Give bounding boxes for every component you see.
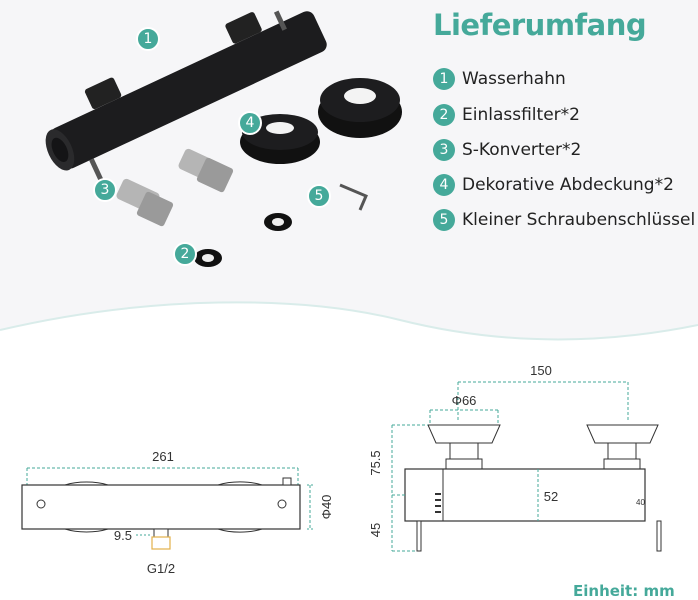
dim-height-top-label: 75.5 (368, 450, 383, 475)
page-title: Lieferumfang (433, 8, 647, 42)
item-label: S-Konverter*2 (462, 140, 582, 160)
item-label: Kleiner Schraubenschlüssel (462, 210, 696, 230)
list-item: 4 Dekorative Abdeckung*2 (433, 172, 674, 198)
wrench (339, 183, 368, 211)
faucet-body (45, 10, 327, 181)
product-illustration (45, 10, 402, 267)
list-item: 3 S-Konverter*2 (433, 137, 581, 163)
photo-badge-4: 4 (238, 111, 262, 135)
knob-temp-label: 40 (636, 498, 645, 507)
decorative-cover-large (318, 78, 402, 138)
item-label: Wasserhahn (462, 69, 566, 89)
drawing-side-view: 150 Φ66 52 40 75.5 45 (368, 363, 662, 552)
photo-badge-3: 3 (93, 178, 117, 202)
item-number-badge: 4 (433, 174, 455, 196)
item-label: Dekorative Abdeckung*2 (462, 175, 674, 195)
dim-offset-label: 9.5 (114, 528, 132, 543)
item-number-badge: 3 (433, 139, 455, 161)
dim-height-bottom-label: 45 (368, 523, 383, 537)
item-label: Einlassfilter*2 (462, 105, 580, 125)
dim-body-label: 52 (544, 489, 558, 504)
dim-spacing-label: 150 (530, 363, 552, 378)
knob-markings (435, 493, 441, 513)
list-item: 1 Wasserhahn (433, 66, 566, 92)
item-number-badge: 5 (433, 209, 455, 231)
dim-thread-label: G1/2 (147, 561, 175, 576)
item-number-badge: 2 (433, 104, 455, 126)
list-item: 5 Kleiner Schraubenschlüssel (433, 207, 695, 233)
wave-divider (0, 301, 698, 370)
drawing-front-view: 261 Φ40 9.5 G1/2 (21, 449, 334, 576)
dim-cover-diameter-label: Φ66 (452, 393, 477, 408)
list-item: 2 Einlassfilter*2 (433, 102, 580, 128)
photo-badge-5: 5 (307, 184, 331, 208)
s-converter (116, 148, 234, 227)
inlet-filter (194, 213, 292, 267)
photo-badge-2: 2 (173, 242, 197, 266)
item-number-badge: 1 (433, 68, 455, 90)
product-photo-area (0, 0, 698, 340)
unit-label: Einheit: mm (573, 582, 675, 600)
photo-badge-1: 1 (136, 27, 160, 51)
dim-width-label: 261 (152, 449, 174, 464)
dim-diameter-label: Φ40 (319, 495, 334, 520)
